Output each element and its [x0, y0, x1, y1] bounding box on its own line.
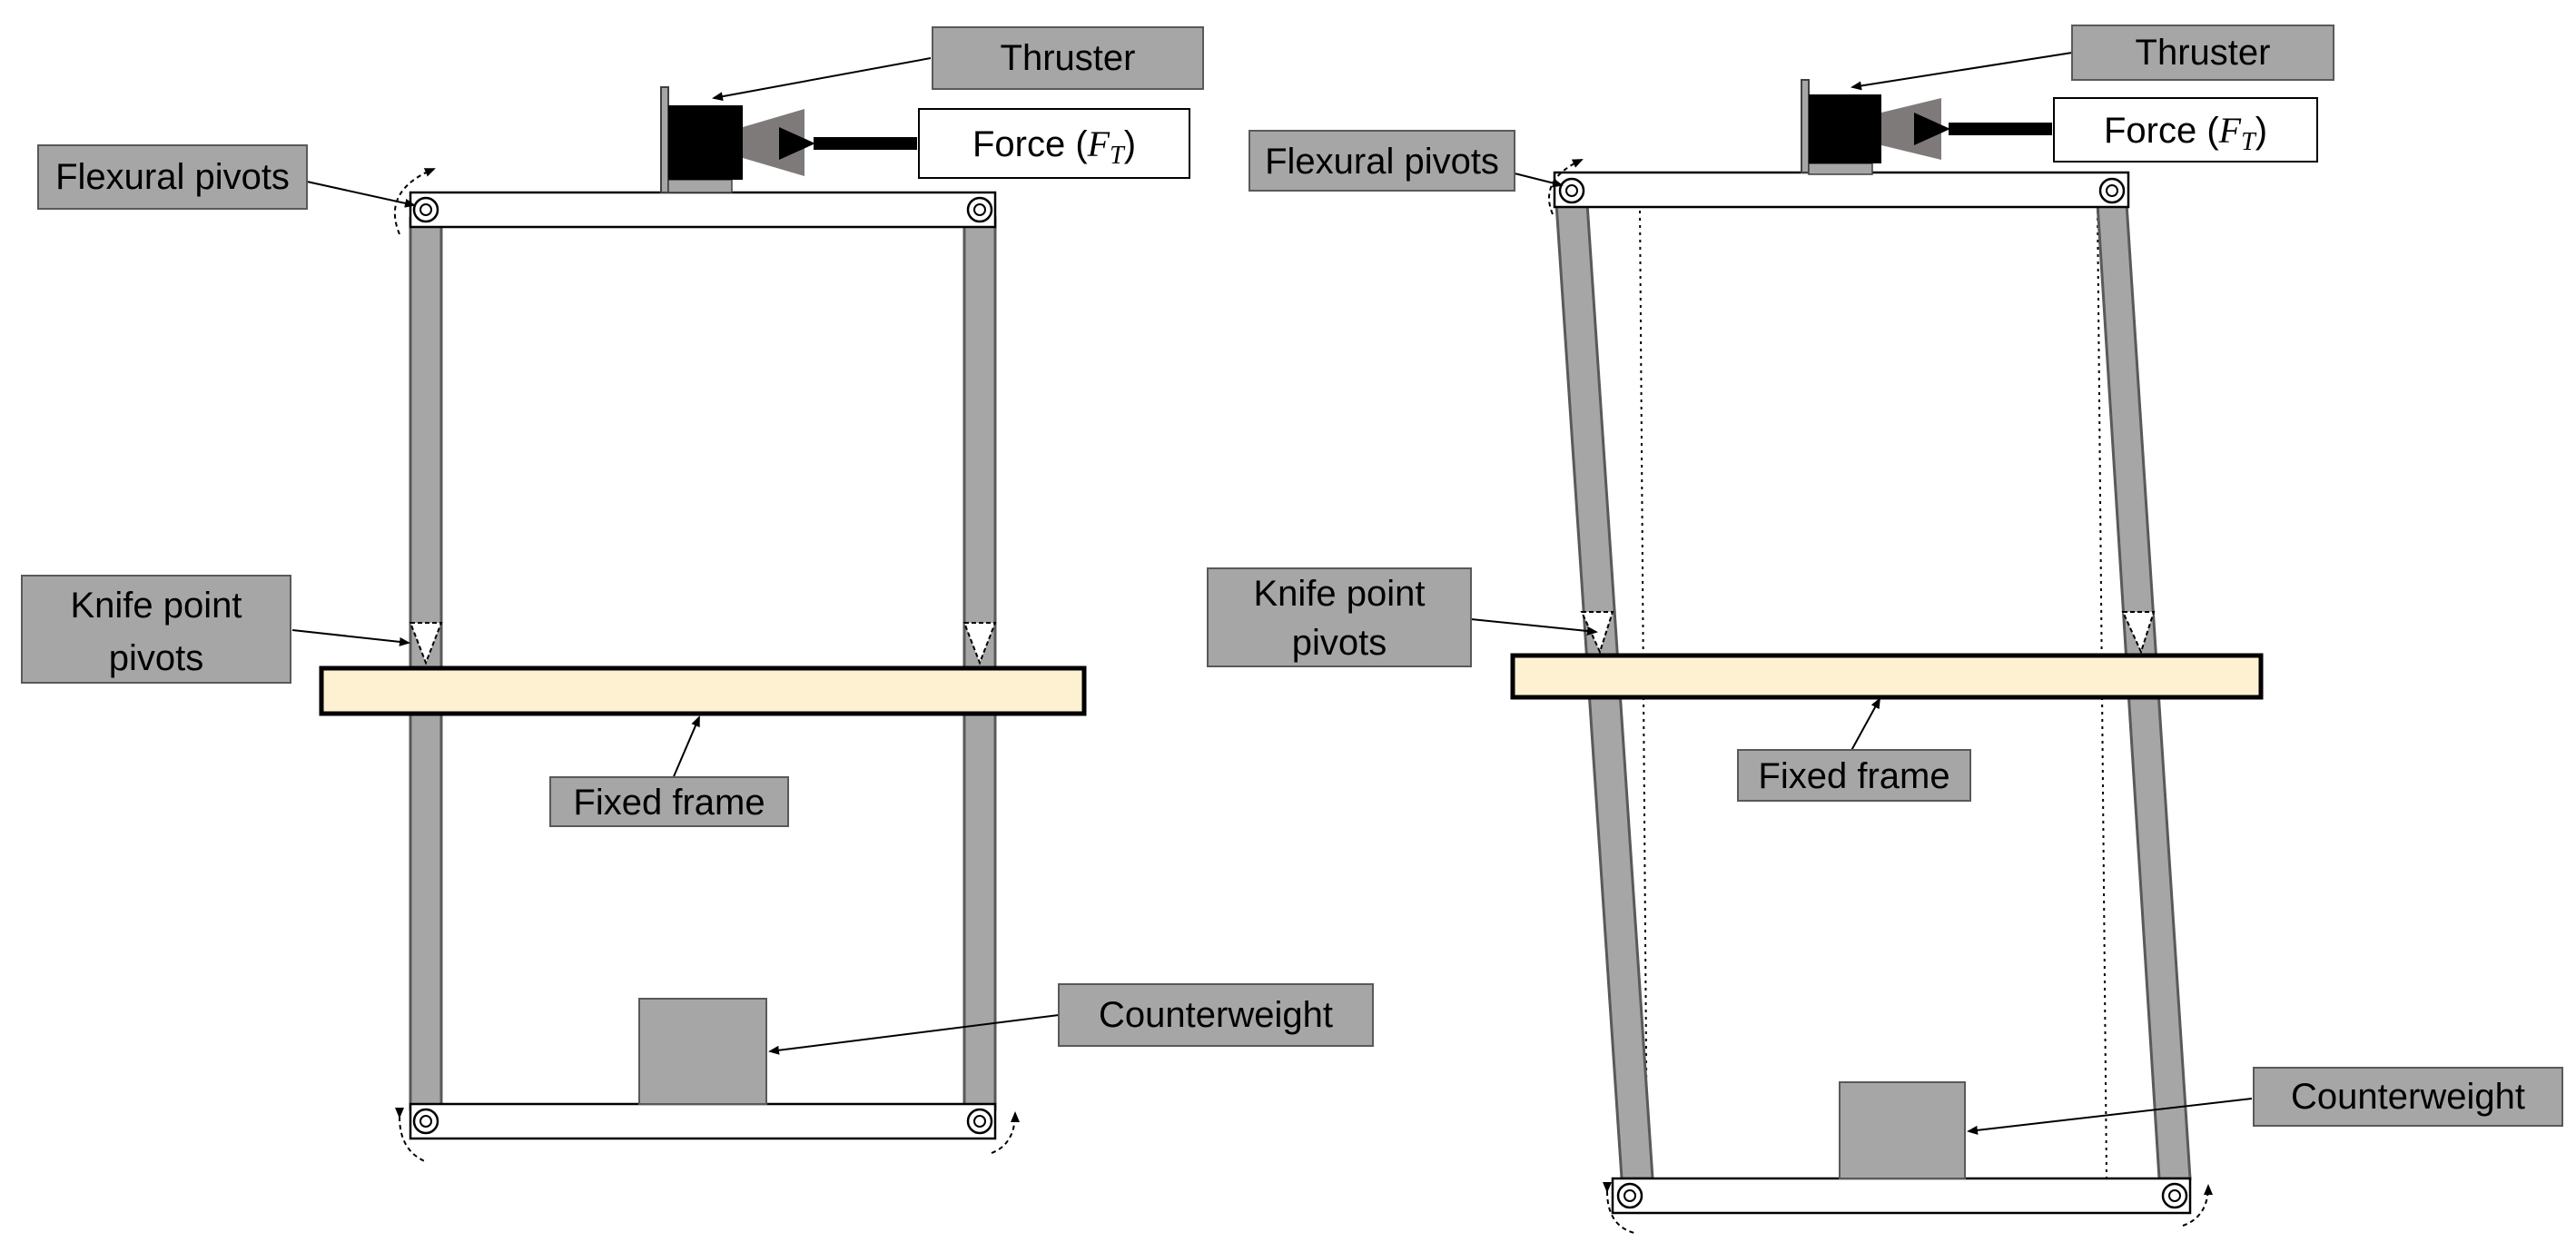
thruster-leader: [712, 57, 932, 102]
fixed-frame-label: Fixed frame: [1737, 749, 1971, 802]
counterweight-block: [1839, 1081, 1966, 1179]
svg-text:Counterweight: Counterweight: [2291, 1077, 2525, 1117]
fixed-frame-label: Fixed frame: [549, 776, 789, 827]
top-bar: [409, 191, 997, 229]
svg-text:Fixed frame: Fixed frame: [573, 783, 765, 823]
thruster-body: [668, 105, 743, 180]
bottom-bar: [409, 1102, 997, 1140]
thruster-nozzle: [1881, 98, 1941, 160]
svg-text:Counterweight: Counterweight: [1099, 995, 1333, 1035]
svg-text:Flexural pivots: Flexural pivots: [55, 157, 290, 197]
flexural-pivots-label: Flexural pivots: [1249, 130, 1515, 192]
counterweight-leader: [768, 1014, 1060, 1055]
top-bar: [1553, 171, 2130, 209]
left-diagram: Thruster Force (FT) Flexural pivots Knif…: [21, 26, 1374, 1163]
flexural-leader: [306, 181, 416, 208]
force-label: Force (FT): [918, 108, 1190, 179]
svg-text:Force (FT): Force (FT): [972, 123, 1136, 170]
thruster-nozzle: [743, 109, 804, 176]
svg-text:Knife point: Knife point: [1253, 574, 1425, 614]
knife-point-pivots-label: Knife point pivots: [21, 575, 291, 684]
knife-leader: [291, 629, 410, 646]
svg-text:Thruster: Thruster: [2136, 33, 2271, 73]
svg-text:Force (FT): Force (FT): [2104, 110, 2267, 156]
thruster-label: Thruster: [932, 26, 1204, 90]
fixed-frame-leader: [671, 715, 700, 782]
rotation-arrow-icon: [393, 168, 1020, 1163]
fixed-frame-bar: [319, 665, 1087, 716]
counterweight-block: [638, 998, 767, 1105]
thruster-label: Thruster: [2071, 25, 2334, 81]
fixed-frame-leader: [1848, 697, 1880, 756]
thruster-mount-plate: [660, 86, 669, 193]
flexural-pivot-icon: [412, 196, 993, 1135]
svg-text:pivots: pivots: [1292, 623, 1387, 663]
thruster-mount-base: [667, 179, 733, 193]
knife-point-pivots-label: Knife point pivots: [1207, 567, 1472, 667]
flexural-pivots-label: Flexural pivots: [37, 144, 308, 210]
counterweight-label: Counterweight: [1058, 983, 1374, 1047]
knife-leader: [1470, 618, 1598, 636]
thruster-mount-plate: [1801, 79, 1810, 173]
svg-text:pivots: pivots: [109, 638, 204, 678]
svg-text:Knife point: Knife point: [70, 586, 242, 626]
knife-pivot-icon: [409, 622, 997, 665]
thruster-leader: [1851, 52, 2073, 91]
flexural-pivot-icon: [1558, 177, 2188, 1209]
svg-text:Flexural pivots: Flexural pivots: [1265, 142, 1499, 182]
knife-pivot-icon: [1580, 611, 2156, 655]
counterweight-leader: [1967, 1098, 2253, 1135]
counterweight-label: Counterweight: [2253, 1067, 2563, 1127]
fixed-frame-bar: [1510, 653, 2264, 700]
svg-text:Thruster: Thruster: [1001, 38, 1136, 78]
bottom-bar: [1611, 1177, 2192, 1215]
thruster-body: [1809, 94, 1881, 163]
right-diagram: Thruster Force (FT) Flexural pivots Knif…: [1207, 25, 2563, 1234]
force-label: Force (FT): [2053, 97, 2318, 163]
thruster-mount-base: [1808, 163, 1873, 175]
svg-text:Fixed frame: Fixed frame: [1758, 756, 1949, 796]
rotation-arrow-icon: [1548, 159, 2213, 1234]
